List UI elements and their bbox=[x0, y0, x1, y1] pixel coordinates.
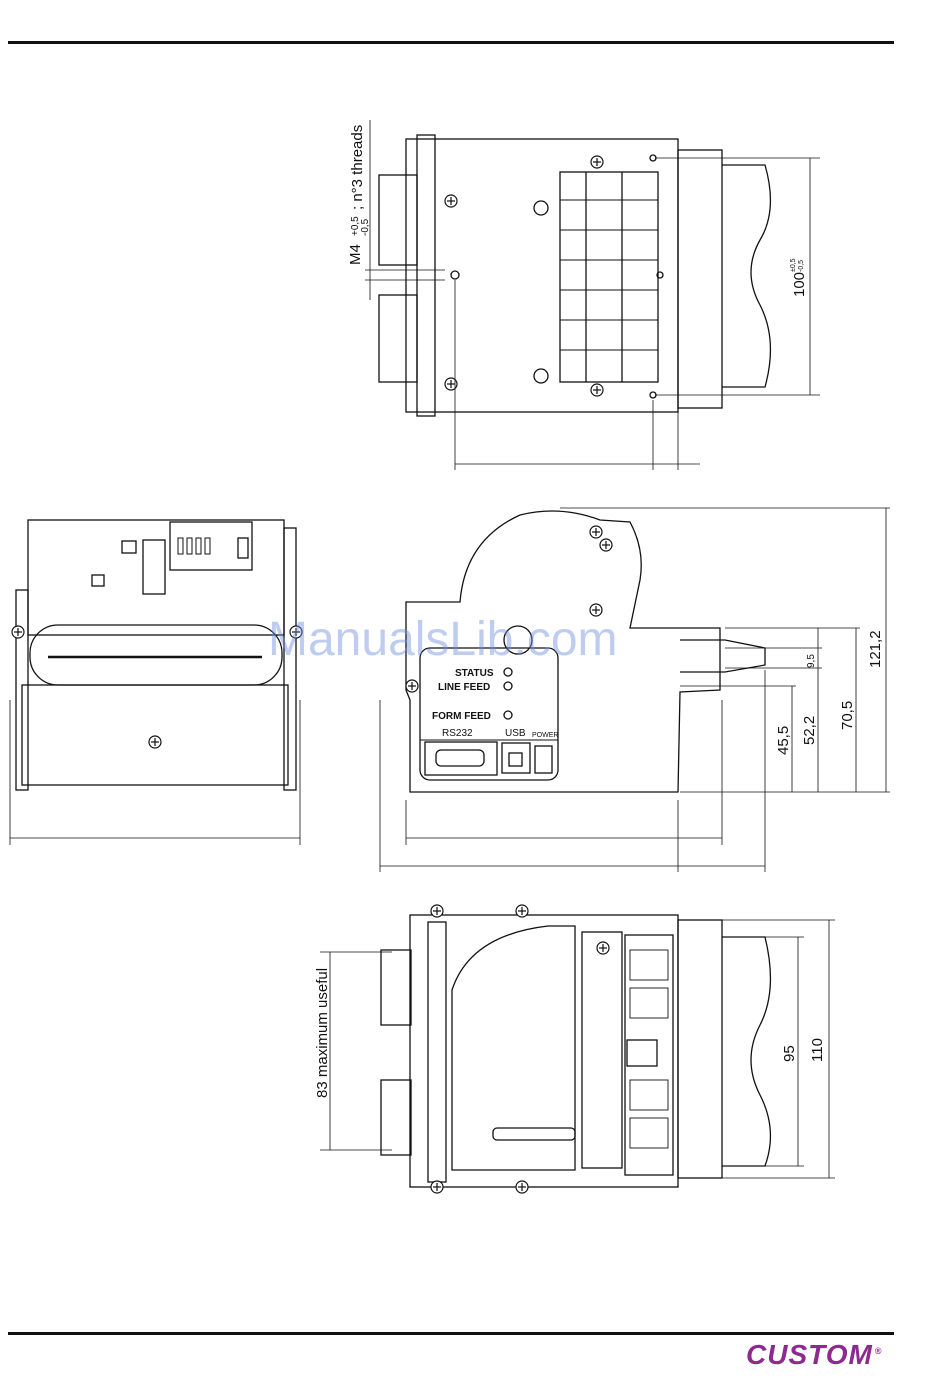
dim-52-2: 52,2 bbox=[801, 716, 818, 745]
power-label: POWER bbox=[532, 732, 558, 739]
top-view-body bbox=[406, 139, 678, 412]
thread-suffix: ; n°3 threads bbox=[349, 125, 366, 210]
line-feed-led bbox=[504, 682, 512, 690]
front-view-upper-body bbox=[28, 520, 284, 635]
dim-70-5: 70,5 bbox=[839, 701, 856, 730]
brand-logo: CUSTOM® bbox=[746, 1339, 882, 1371]
brand-name: CUSTOM bbox=[746, 1339, 873, 1370]
front-view-lower-body bbox=[22, 685, 288, 785]
front-view bbox=[10, 520, 302, 845]
dim-100-tol-lower: -0,5 bbox=[798, 260, 805, 272]
dim-45-5: 45,5 bbox=[775, 726, 792, 755]
dim-100-tol-upper: ±0,5 bbox=[790, 258, 797, 272]
brand-mark: ® bbox=[875, 1346, 883, 1356]
front-view-paper-slot bbox=[30, 625, 282, 685]
dim-95: 95 bbox=[781, 1045, 798, 1062]
status-led bbox=[504, 668, 512, 676]
front-view-label-area bbox=[170, 522, 252, 570]
bottom-view bbox=[320, 905, 835, 1193]
usb-label: USB bbox=[505, 728, 526, 739]
line-feed-label: LINE FEED bbox=[438, 682, 490, 693]
watermark: ManualsLib.com bbox=[268, 613, 618, 666]
useful-width-label: 83 maximum useful bbox=[314, 968, 331, 1098]
bottom-view-mechanism bbox=[582, 932, 622, 1168]
form-feed-led bbox=[504, 711, 512, 719]
top-view-paper-exit bbox=[722, 165, 770, 387]
status-label: STATUS bbox=[455, 668, 494, 679]
rs232-label: RS232 bbox=[442, 728, 473, 739]
top-view-flange bbox=[678, 150, 722, 408]
top-view-bracket-upper bbox=[379, 175, 417, 265]
usb-port bbox=[502, 743, 530, 773]
form-feed-label: FORM FEED bbox=[432, 711, 491, 722]
bottom-view-body bbox=[410, 915, 678, 1187]
top-view-mechanism bbox=[560, 172, 658, 382]
dim-110: 110 bbox=[809, 1038, 826, 1062]
top-view bbox=[365, 120, 820, 470]
thread-tol-lower: -0,5 bbox=[360, 218, 371, 236]
power-port bbox=[535, 746, 552, 773]
dim-121-2: 121,2 bbox=[867, 630, 884, 668]
dim-100-label: 100 bbox=[791, 272, 808, 297]
bottom-view-flange bbox=[678, 920, 722, 1178]
dim-9-5: 9,5 bbox=[806, 654, 817, 668]
thread-label: M4 bbox=[347, 244, 364, 265]
top-view-bracket-lower bbox=[379, 295, 417, 382]
top-view-front-plate bbox=[417, 135, 435, 416]
bottom-view-cover bbox=[452, 926, 575, 1170]
